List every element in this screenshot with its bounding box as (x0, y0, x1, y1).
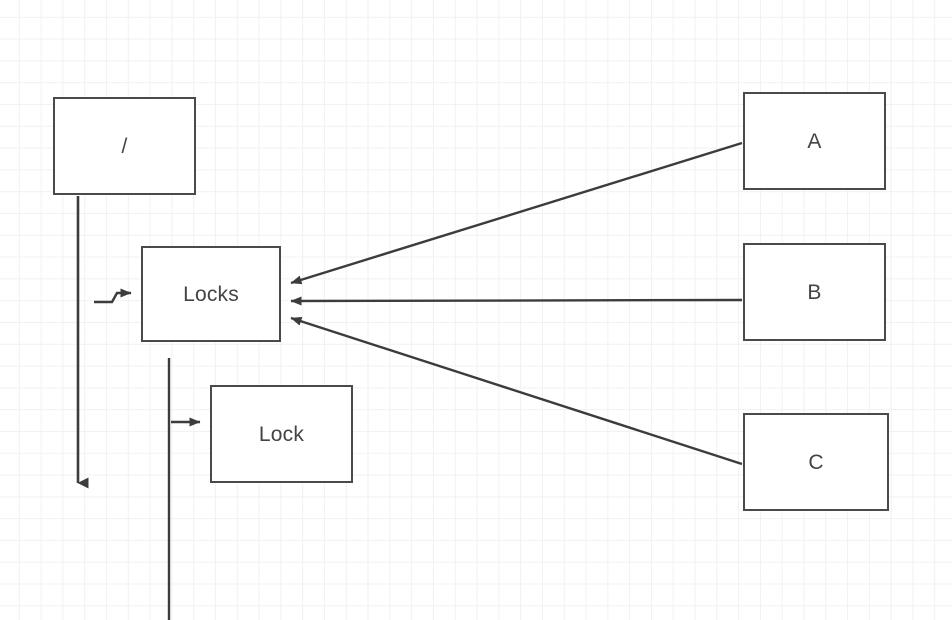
node-root[interactable]: / (53, 97, 196, 195)
edge-c-to-locks (290, 316, 743, 466)
node-b-label: B (807, 280, 822, 304)
edge-a-to-locks (290, 141, 743, 285)
node-a[interactable]: A (743, 92, 886, 190)
node-root-label: / (121, 134, 128, 158)
node-locks-label: Locks (183, 282, 239, 306)
node-c[interactable]: C (743, 413, 889, 511)
node-a-label: A (807, 129, 822, 153)
node-lock-label: Lock (258, 422, 305, 446)
node-lock[interactable]: Lock (210, 385, 353, 483)
edge-b-to-locks (290, 296, 743, 306)
node-locks[interactable]: Locks (141, 246, 281, 342)
edge-stub-to-locks (94, 288, 132, 304)
node-b[interactable]: B (743, 243, 886, 341)
node-c-label: C (808, 450, 824, 474)
